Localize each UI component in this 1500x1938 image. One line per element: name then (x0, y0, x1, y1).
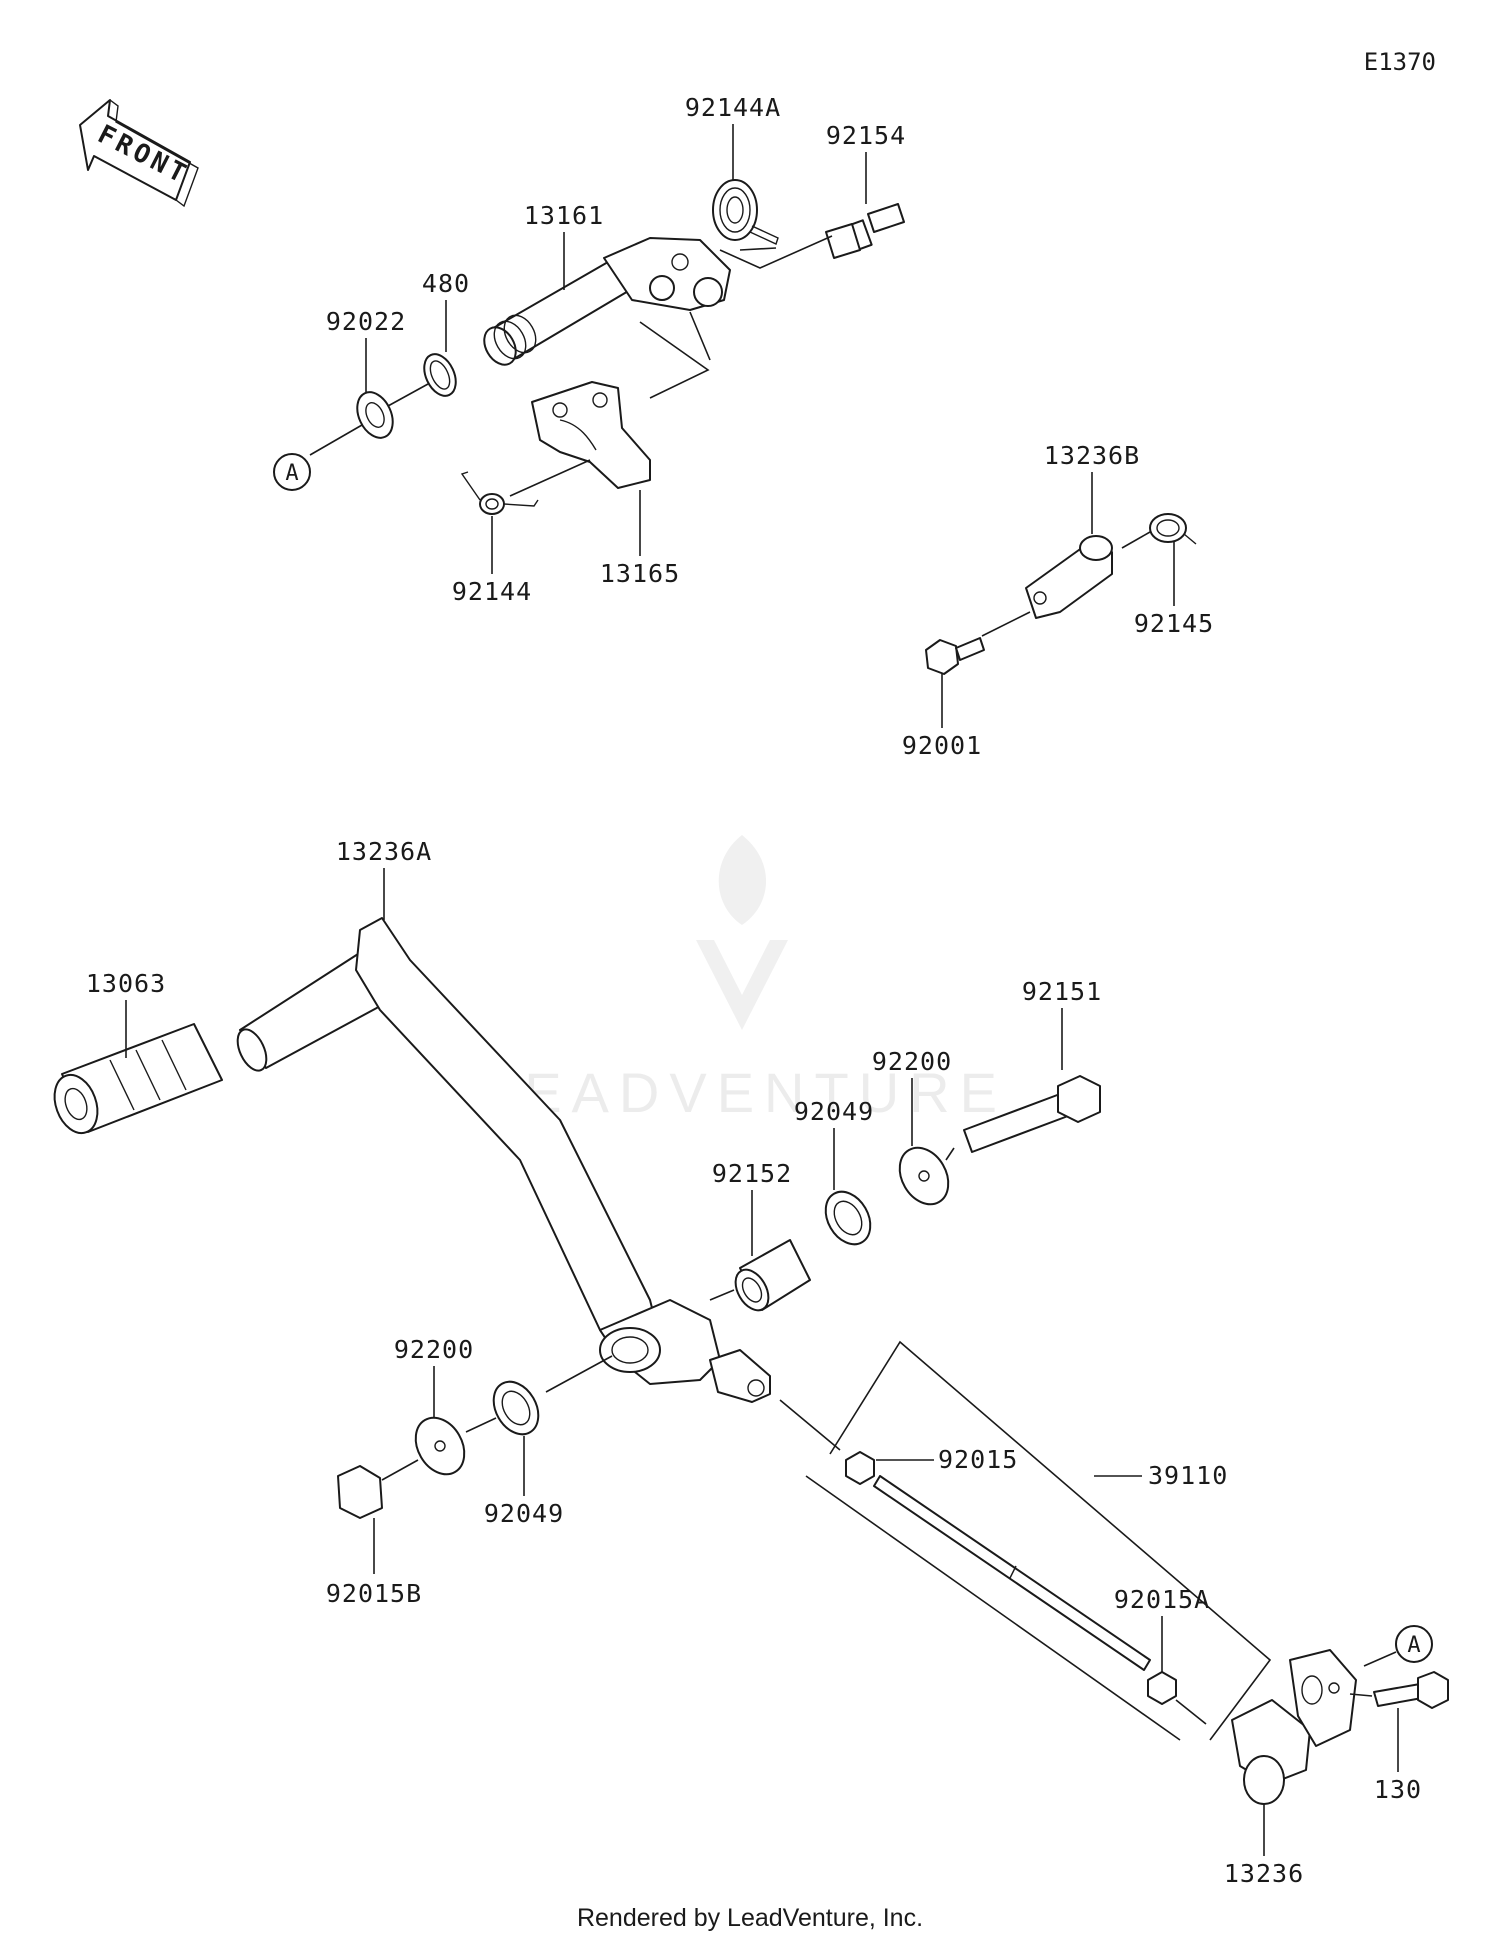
part-label-92049-upper: 92049 (794, 1097, 874, 1126)
bolt-92001 (925, 637, 985, 675)
diagram-code: E1370 (1364, 48, 1436, 76)
pedal-rubber-13063 (53, 1023, 223, 1135)
part-label-92015a: 92015A (1114, 1585, 1210, 1614)
part-label-13236b: 13236B (1044, 441, 1140, 470)
credit-text: Rendered by LeadVenture, Inc. (577, 1904, 923, 1932)
plate-13165 (531, 381, 651, 489)
spring-92145 (1149, 513, 1197, 545)
part-label-13165: 13165 (600, 559, 680, 588)
callout-a-bottom: A (1395, 1625, 1433, 1663)
shift-pedal-assembly (53, 917, 1449, 1805)
washer-92200-upper (898, 1146, 950, 1206)
shift-shaft-13161 (483, 237, 731, 366)
part-label-92154: 92154 (826, 121, 906, 150)
nut-92015b (337, 1465, 383, 1519)
shift-lever-13236a (236, 917, 771, 1403)
part-label-39110: 39110 (1148, 1461, 1228, 1490)
pin-92154 (825, 203, 905, 259)
part-label-92144: 92144 (452, 577, 532, 606)
part-label-92152: 92152 (712, 1159, 792, 1188)
part-label-92151: 92151 (1022, 977, 1102, 1006)
bolt-130 (1373, 1671, 1449, 1709)
rod-end-13236 (1231, 1649, 1357, 1805)
snap-ring-480 (423, 353, 457, 397)
lever-13236b-assembly (925, 513, 1197, 675)
part-label-13236a: 13236A (336, 837, 432, 866)
callout-a-top: A (273, 453, 311, 491)
seal-92049-lower (492, 1380, 540, 1436)
part-label-13063: 13063 (86, 969, 166, 998)
seal-92049-upper (824, 1190, 872, 1246)
bolt-92151 (963, 1075, 1101, 1153)
tie-rod-39110 (805, 1340, 1272, 1741)
part-label-92015b: 92015B (326, 1579, 422, 1608)
part-label-92200-lower: 92200 (394, 1335, 474, 1364)
spring-92144 (460, 471, 539, 515)
part-label-92015: 92015 (938, 1445, 1018, 1474)
part-labels: 92144A 92154 13161 480 92022 92144 13165… (86, 93, 1422, 1888)
callout-a-bottom-label: A (1407, 1633, 1420, 1658)
part-label-92200-upper: 92200 (872, 1047, 952, 1076)
shift-shaft-assembly (309, 179, 905, 515)
spring-92144a (712, 179, 779, 245)
callout-a-top-label: A (285, 461, 298, 486)
lever-13236b (1025, 535, 1113, 619)
part-label-130: 130 (1374, 1775, 1422, 1804)
part-label-13161: 13161 (524, 201, 604, 230)
part-label-92001: 92001 (902, 731, 982, 760)
washer-92022 (356, 391, 394, 439)
collar-92152 (734, 1239, 811, 1312)
part-label-92145: 92145 (1134, 609, 1214, 638)
part-label-480: 480 (422, 269, 470, 298)
part-label-92144a: 92144A (685, 93, 781, 122)
washer-92200-lower (414, 1416, 466, 1476)
part-label-92022: 92022 (326, 307, 406, 336)
front-arrow-icon: FRONT (79, 99, 199, 208)
part-label-92049-lower: 92049 (484, 1499, 564, 1528)
leader-lines (125, 124, 1399, 1856)
watermark: LEADVENTURE (483, 835, 997, 1124)
part-label-13236: 13236 (1224, 1859, 1304, 1888)
